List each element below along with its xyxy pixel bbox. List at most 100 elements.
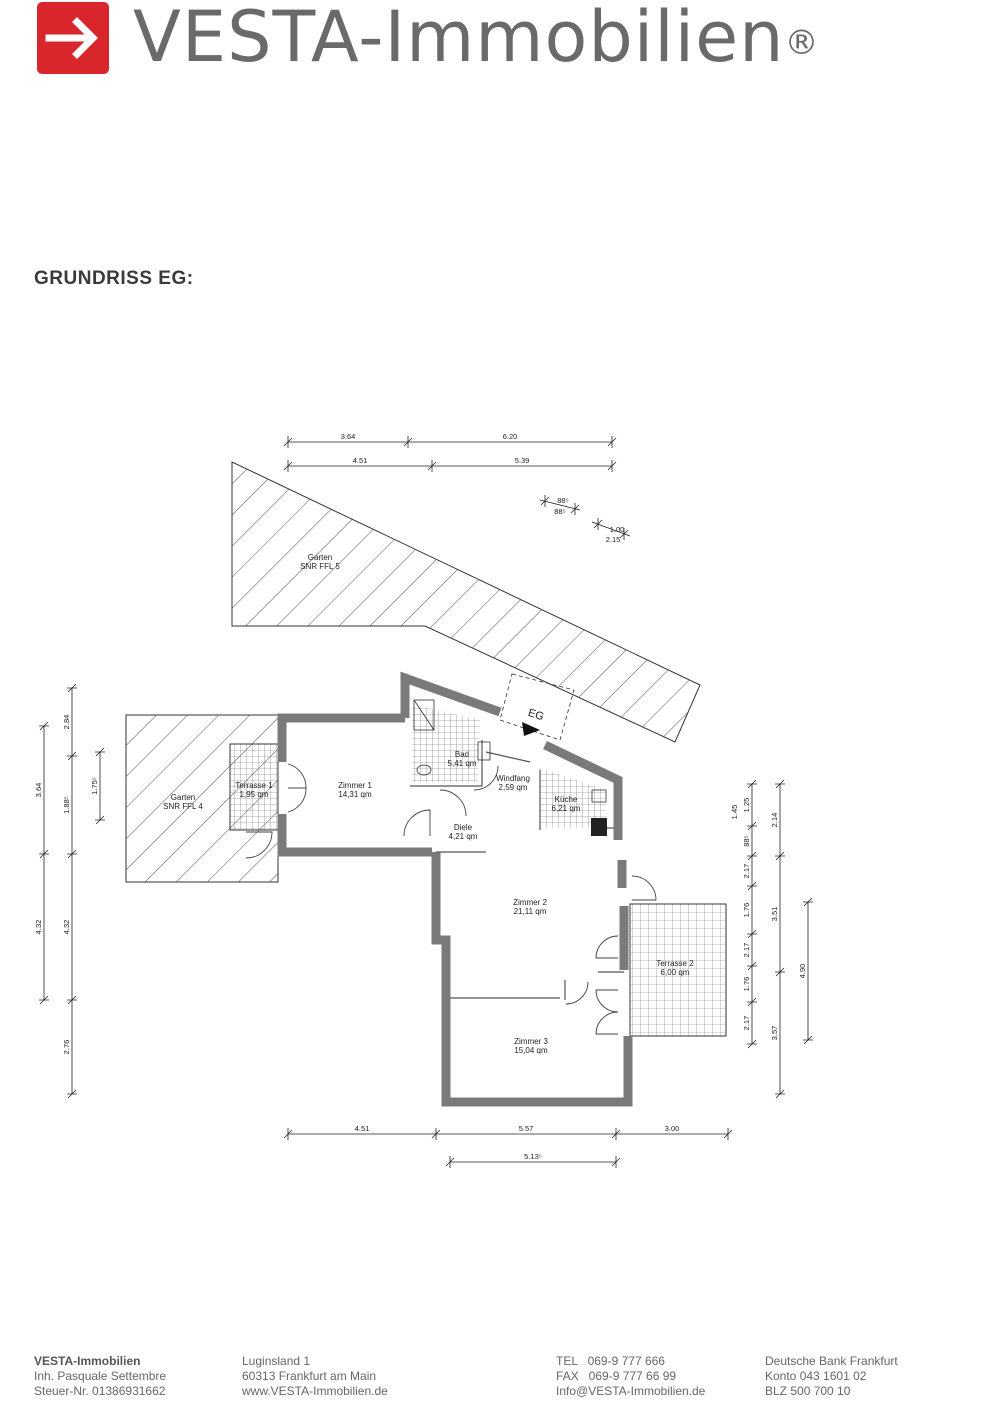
dimension-label: 88⁵ (557, 496, 568, 505)
wall-zimmer1 (277, 814, 432, 857)
dimension-label: 1.88⁵ (62, 796, 71, 814)
terrace-1-floor (229, 743, 279, 831)
dimension-tick (723, 1128, 733, 1140)
dimension-label: 4.51 (353, 456, 368, 465)
room-area: 15,04 qm (514, 1046, 548, 1055)
dimension-label: 3.64 (34, 783, 43, 798)
room-name: Bad (455, 750, 469, 759)
dimension-tick (747, 779, 757, 789)
room-name: Diele (454, 823, 473, 832)
dimension-tick (611, 1128, 621, 1140)
footer-bank: Deutsche Bank Frankfurt Konto 043 1601 0… (765, 1354, 898, 1399)
entrance-arrow-icon (522, 722, 540, 736)
dimension-label: 4.32 (34, 920, 43, 935)
dimension-label: 2.17 (742, 943, 751, 958)
kitchen-floor (540, 768, 606, 828)
dimension-label: 2.17 (742, 864, 751, 879)
dimension-label: 2.15 (606, 535, 621, 544)
room-name: Garten (308, 553, 332, 562)
footer-company-name: VESTA-Immobilien (34, 1354, 141, 1368)
dimension-tick (95, 747, 105, 757)
dimension-tick (747, 881, 757, 891)
dimension-tick (39, 721, 49, 731)
wall-zimmer2-left (431, 852, 633, 1107)
room-name: Küche (555, 795, 578, 804)
dimension-label: 6.20 (503, 432, 518, 441)
footer-fax: FAX 069-9 777 66 99 (556, 1369, 677, 1383)
dimension-label: 5.13⁵ (524, 1152, 542, 1161)
footer-bank-name: Deutsche Bank Frankfurt (765, 1354, 898, 1368)
wall-entrance-right (543, 740, 623, 840)
footer-website: www.VESTA-Immobilien.de (242, 1384, 388, 1398)
dimension-tick (747, 997, 757, 1007)
room-area: 1,95 qm (240, 790, 269, 799)
bath-floor (412, 704, 480, 782)
room-area: 6,00 qm (661, 968, 690, 977)
footer-tax-number: Steuer-Nr. 01386931662 (34, 1384, 166, 1398)
wall-zimmer1-top (277, 713, 405, 762)
room-area: SNR FFL 5 (300, 562, 340, 571)
dimension-label: 1.25 (742, 798, 751, 813)
dimension-tick (570, 503, 580, 515)
dimension-label: 3.57 (770, 1026, 779, 1041)
wall-bath (400, 671, 502, 718)
dimension-label: 4.32 (62, 920, 71, 935)
room-name: Garten (171, 793, 195, 802)
dimension-tick (67, 1089, 77, 1099)
dimension-tick (431, 1128, 441, 1140)
footer-blz: BLZ 500 700 10 (765, 1384, 851, 1398)
room-name: Windfang (496, 774, 530, 783)
dimension-tick (775, 851, 785, 861)
dimension-tick (540, 495, 550, 507)
section-title: GRUNDRISS EG: (34, 268, 194, 289)
dimension-label: 3.64 (341, 432, 356, 441)
dimension-tick (611, 1156, 621, 1168)
dimension-label: 3.51 (770, 907, 779, 922)
dimension-line (539, 499, 581, 511)
footer-city: 60313 Frankfurt am Main (242, 1369, 377, 1383)
company-logo: VESTA-Immobilien® (35, 0, 945, 80)
garden-5-area (231, 461, 701, 743)
dimension-tick (775, 779, 785, 789)
dimension-tick (283, 1128, 293, 1140)
dimension-tick (619, 528, 629, 540)
dimension-label: 88⁵ (742, 835, 751, 846)
room-name: Zimmer 2 (513, 898, 547, 907)
dimension-tick (747, 1039, 757, 1049)
dimension-tick (445, 1156, 455, 1168)
dimension-tick (95, 815, 105, 825)
dimension-tick (747, 961, 757, 971)
footer-email: Info@VESTA-Immobilien.de (556, 1384, 706, 1398)
room-name: Zimmer 3 (514, 1037, 548, 1046)
dimension-tick (283, 460, 293, 472)
room-area: SNR FFL 4 (163, 802, 203, 811)
logo-wordmark: VESTA-Immobilien® (133, 0, 820, 78)
arrow-right-icon (37, 2, 109, 74)
dimension-label: 2.15 (90, 0, 105, 2)
terrace-2-floor (629, 903, 727, 1037)
footer-street: Luginsland 1 (242, 1354, 311, 1368)
dimension-tick (803, 897, 813, 907)
entrance-canopy (499, 673, 575, 741)
dimension-label: 5.57 (519, 1124, 534, 1133)
room-name: Terrasse 2 (656, 959, 694, 968)
dimension-tick (747, 821, 757, 831)
room-area: 21,11 qm (514, 907, 547, 916)
dimension-tick (747, 851, 757, 861)
dimension-label: 1.00 (610, 525, 625, 534)
dimension-label: 1.76 (742, 977, 751, 992)
dimension-label: 2.76 (62, 1040, 71, 1055)
footer-contact: TEL 069-9 777 666 FAX 069-9 777 66 99 In… (556, 1354, 705, 1399)
dimension-label: 3.00 (665, 1124, 680, 1133)
dimension-label: 2.84 (62, 715, 71, 730)
dimension-label: 1.75⁵ (90, 777, 99, 795)
dimension-tick (67, 995, 77, 1005)
dimension-tick (775, 1089, 785, 1099)
room-area: 2,59 qm (499, 783, 528, 792)
room-area: 6,21 qm (552, 804, 581, 813)
entrance-label: EG (527, 707, 546, 723)
dimension-label: 4.90 (798, 964, 807, 979)
dimension-label: 2.17 (742, 1016, 751, 1031)
dimension-tick (803, 1035, 813, 1045)
